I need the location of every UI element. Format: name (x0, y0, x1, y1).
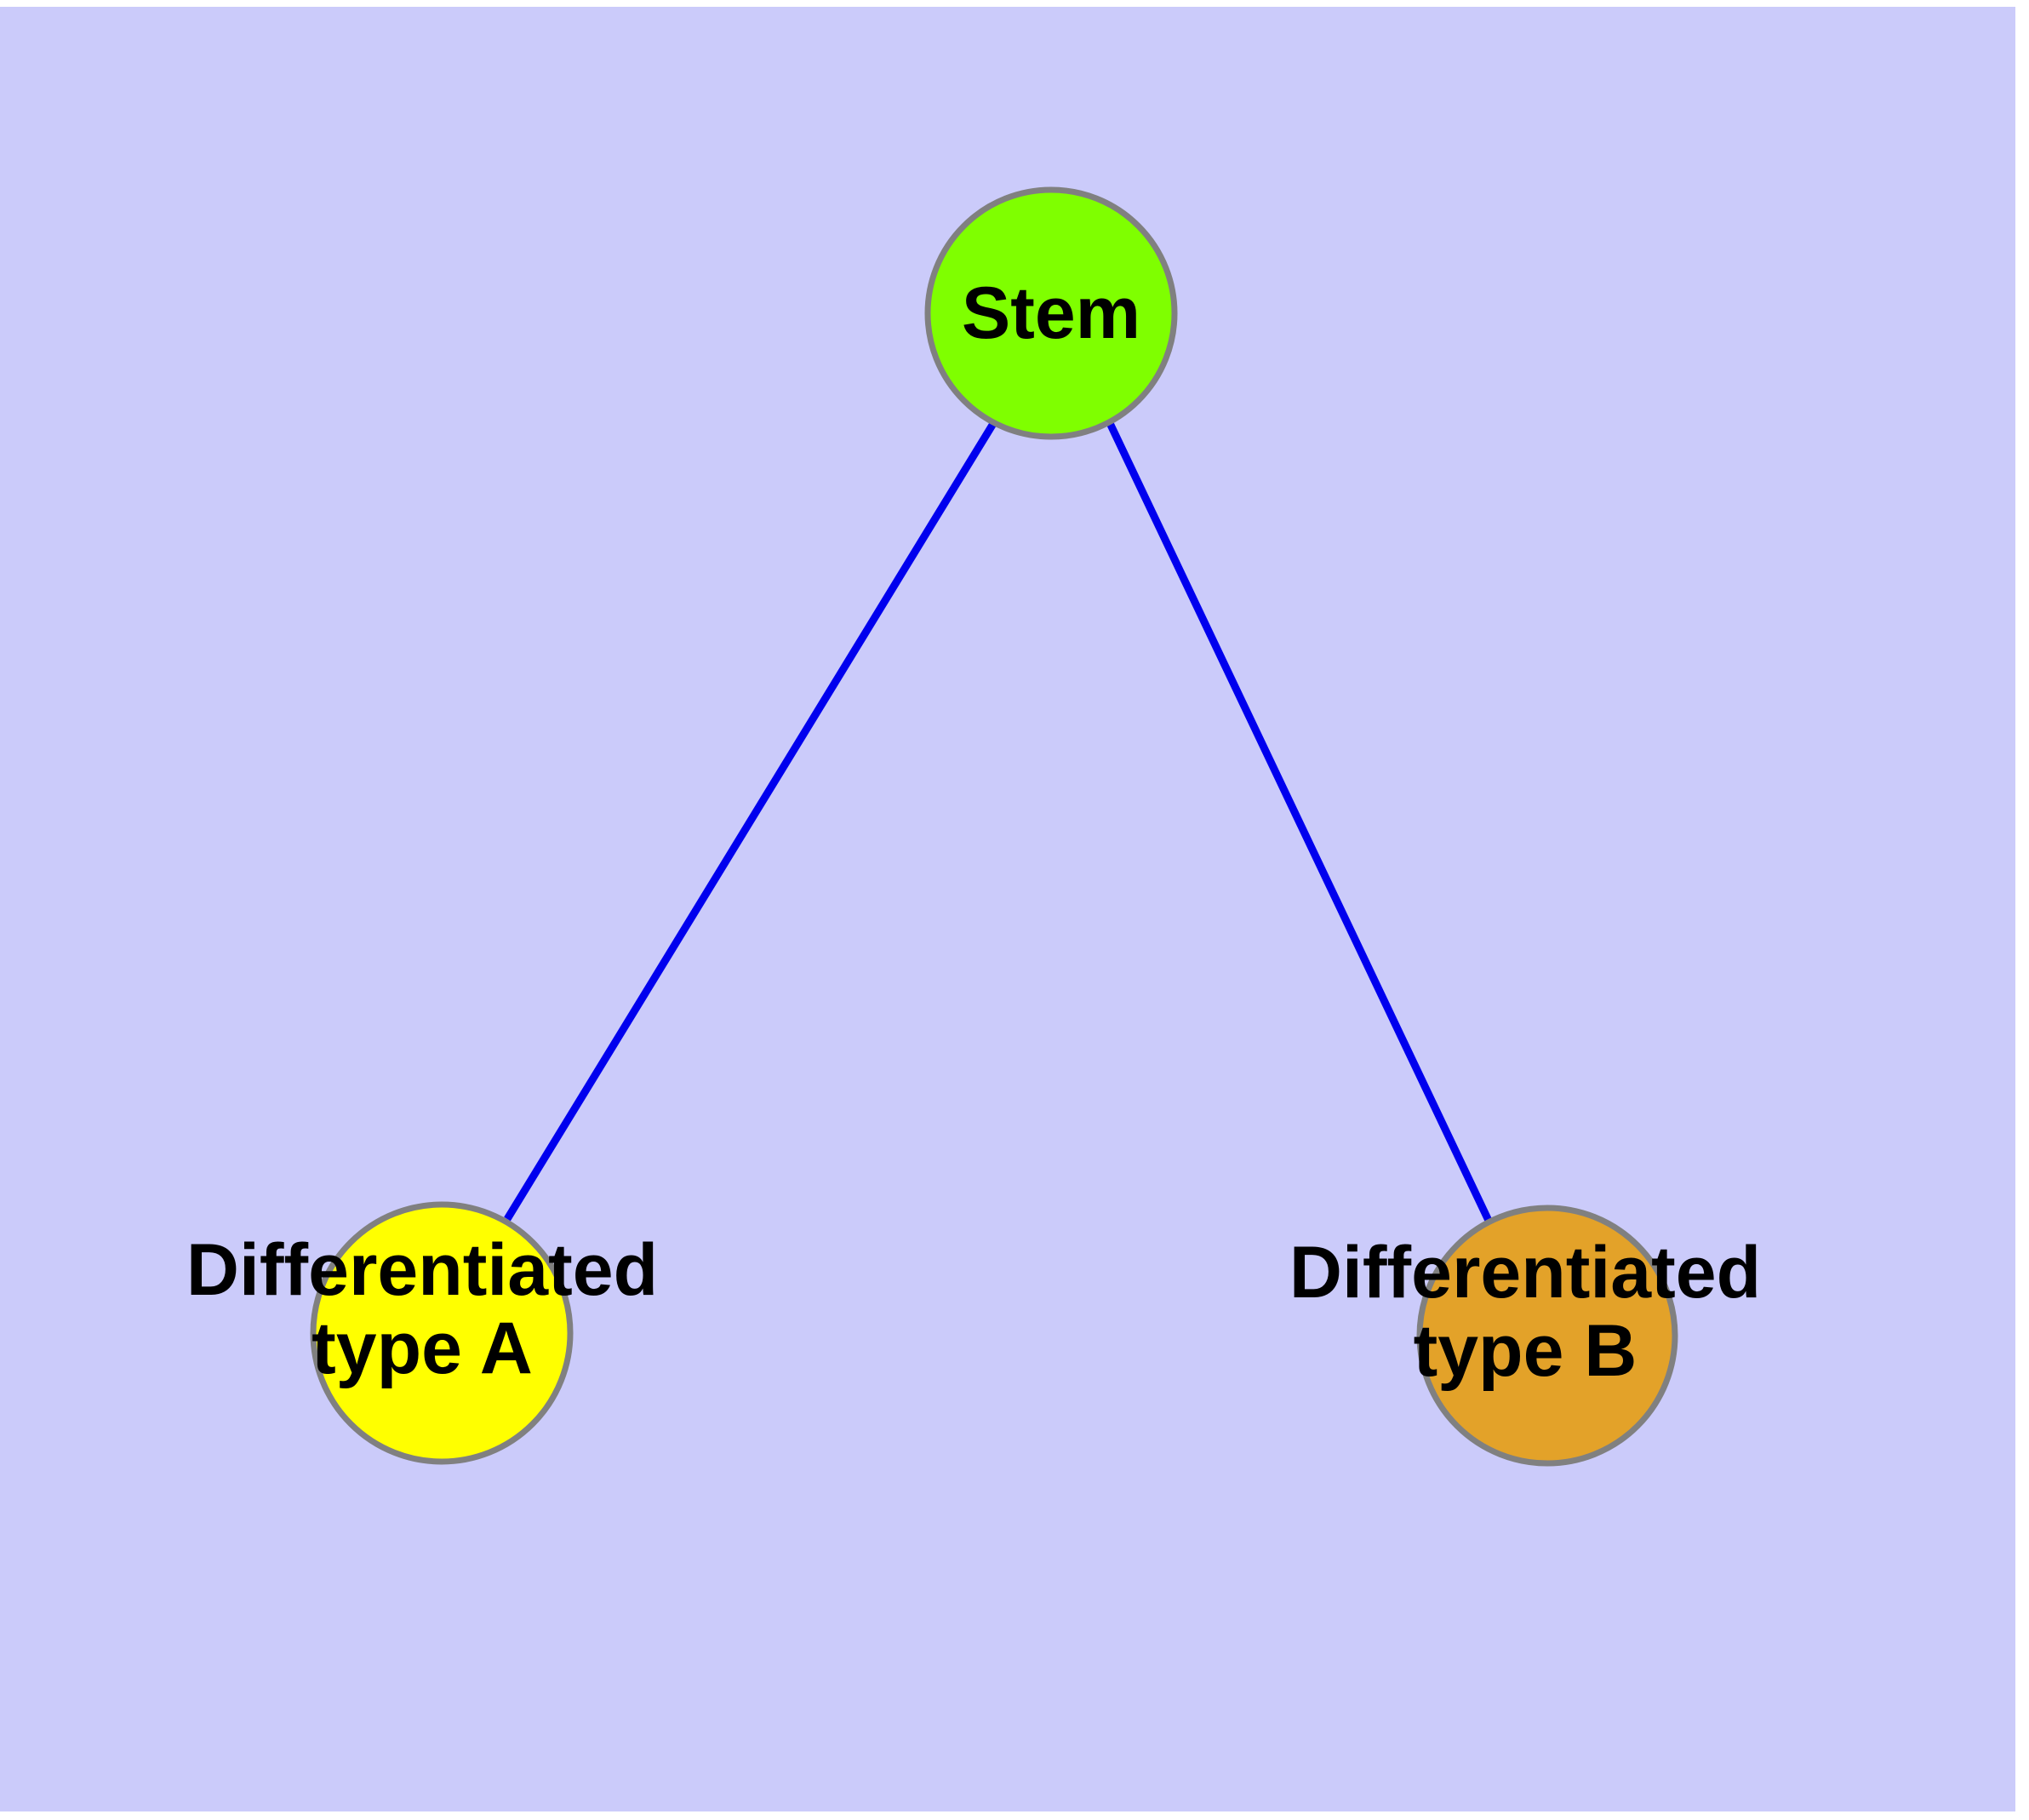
node-differentiated-type-a-label-line2: type A (311, 1308, 533, 1389)
node-differentiated-type-b-circle[interactable] (1416, 1205, 1678, 1467)
edge-stem-to-differentiated-type-b[interactable] (1106, 421, 1495, 1226)
node-differentiated-type-a[interactable]: Differentiated type A (186, 1201, 658, 1465)
edge-layer (504, 420, 1495, 1226)
node-differentiated-type-a-label-line1: Differentiated (186, 1229, 658, 1311)
node-link-graph: Stem Differentiated type A Differentiate… (186, 186, 1761, 1467)
node-differentiated-type-b[interactable]: Differentiated type B (1289, 1205, 1761, 1467)
node-stem[interactable]: Stem (924, 186, 1178, 440)
node-layer: Stem Differentiated type A Differentiate… (186, 186, 1761, 1467)
node-stem-label: Stem (962, 272, 1140, 354)
node-differentiated-type-b-label-line1: Differentiated (1289, 1232, 1761, 1313)
node-differentiated-type-b-label-line2: type B (1414, 1310, 1637, 1392)
node-differentiated-type-a-circle[interactable] (310, 1201, 574, 1465)
edge-stem-to-differentiated-type-a[interactable] (504, 420, 997, 1222)
diagram-plot-area: Stem Differentiated type A Differentiate… (0, 7, 2015, 1811)
node-stem-circle[interactable] (924, 186, 1178, 440)
